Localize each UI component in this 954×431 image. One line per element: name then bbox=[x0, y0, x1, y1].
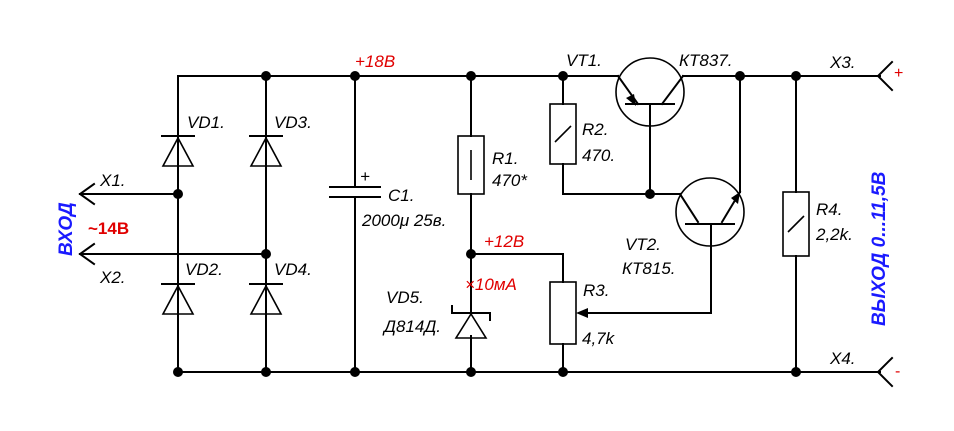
resistor-r4 bbox=[782, 191, 810, 257]
r1-value: 470* bbox=[492, 171, 528, 190]
x2-label: X2. bbox=[99, 268, 126, 287]
r2-label: R2. bbox=[582, 120, 608, 139]
zener-diode-vd5 bbox=[451, 305, 491, 339]
output-terminal-x3 bbox=[876, 60, 894, 92]
c1-value: 2000μ 25в. bbox=[361, 211, 446, 230]
output-side-label: ВЫХОД 0...11,5В bbox=[869, 171, 890, 326]
voltage-12v-annotation: +12В bbox=[484, 232, 524, 251]
resistor-r2 bbox=[549, 103, 577, 165]
diode-vd1 bbox=[161, 135, 195, 167]
c1-label: C1. bbox=[388, 186, 414, 205]
capacitor-c1 bbox=[329, 186, 381, 198]
potentiometer-r3 bbox=[549, 281, 588, 345]
vd3-label: VD3. bbox=[274, 113, 312, 132]
vd5-type: Д814Д. bbox=[382, 317, 441, 336]
r3-label: R3. bbox=[583, 281, 609, 300]
vd5-label: VD5. bbox=[386, 288, 424, 307]
r4-value: 2,2k. bbox=[815, 225, 853, 244]
resistor-r1 bbox=[457, 135, 485, 195]
vt1-label: VT1. bbox=[566, 51, 602, 70]
x1-label: X1. bbox=[99, 171, 126, 190]
ac-14v-annotation: ~14В bbox=[88, 219, 129, 238]
input-terminal-x1 bbox=[78, 182, 96, 206]
r2-value: 470. bbox=[582, 146, 615, 165]
current-10ma-annotation: ×10мА bbox=[465, 275, 517, 294]
diode-vd3 bbox=[249, 135, 283, 167]
minus-sign-annotation: - bbox=[895, 363, 900, 380]
vd4-label: VD4. bbox=[274, 260, 312, 279]
transistor-vt2 bbox=[675, 177, 745, 247]
r4-label: R4. bbox=[816, 200, 842, 219]
x3-label: X3. bbox=[829, 53, 856, 72]
junction-dots bbox=[173, 71, 801, 377]
plus-sign-annotation: + bbox=[894, 65, 903, 82]
input-terminal-x2 bbox=[78, 242, 96, 266]
vt2-type: КТ815. bbox=[622, 259, 676, 278]
x4-label: X4. bbox=[829, 349, 856, 368]
voltage-18v-annotation: +18В bbox=[355, 52, 395, 71]
vt1-type: КТ837. bbox=[679, 51, 733, 70]
output-terminal-x4 bbox=[876, 356, 894, 388]
c1-plus-sign: + bbox=[360, 167, 370, 186]
vd2-label: VD2. bbox=[185, 260, 223, 279]
r3-value: 4,7k bbox=[582, 329, 616, 348]
vt2-label: VT2. bbox=[625, 235, 661, 254]
diode-vd2 bbox=[161, 283, 195, 315]
diode-vd4 bbox=[249, 283, 283, 315]
input-side-label: ВХОД bbox=[56, 202, 77, 256]
vd1-label: VD1. bbox=[187, 113, 225, 132]
transistor-vt1 bbox=[615, 57, 685, 127]
r1-label: R1. bbox=[492, 149, 518, 168]
